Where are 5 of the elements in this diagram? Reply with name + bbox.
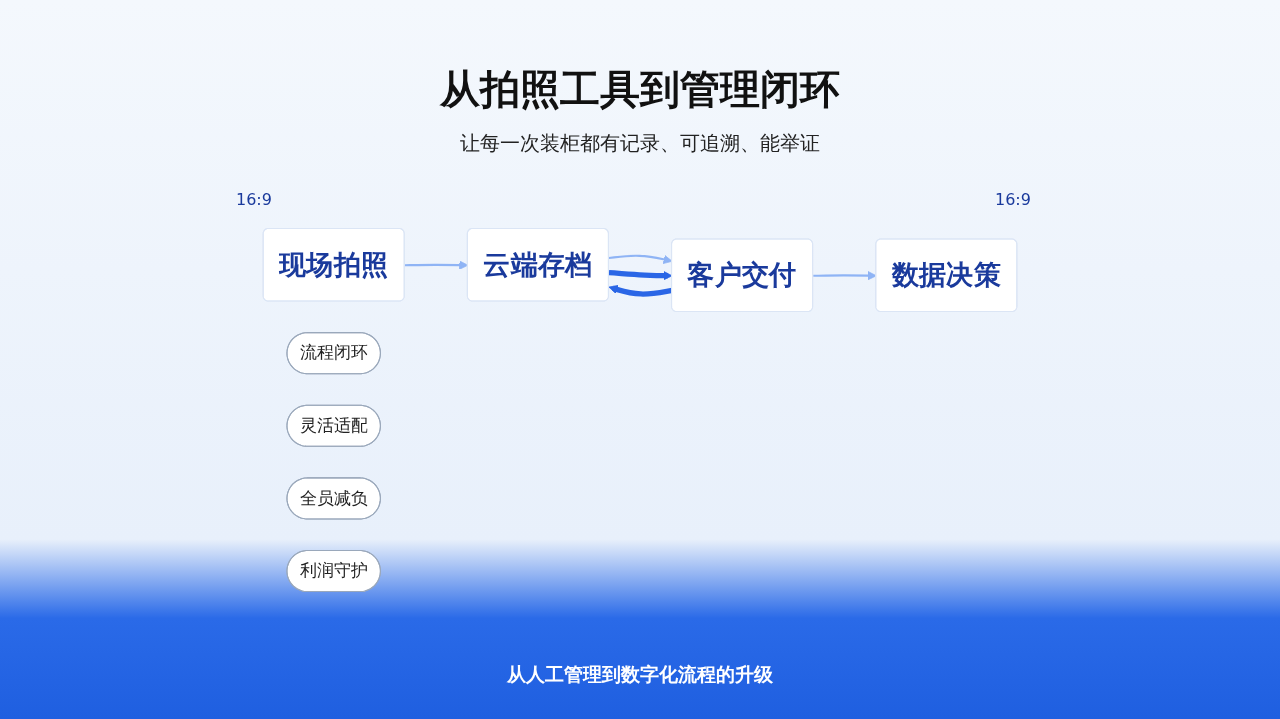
- title: 从拍照工具到管理闭环: [438, 65, 841, 114]
- caption: 从人工管理到数字化流程的升级: [506, 662, 774, 687]
- subtitle: 让每一次装柜都有记录、可追溯、能举证: [459, 130, 821, 157]
- aspect-ratio-label: 16:9: [995, 190, 1031, 209]
- aspect-ratio-label: 16:9: [236, 190, 272, 209]
